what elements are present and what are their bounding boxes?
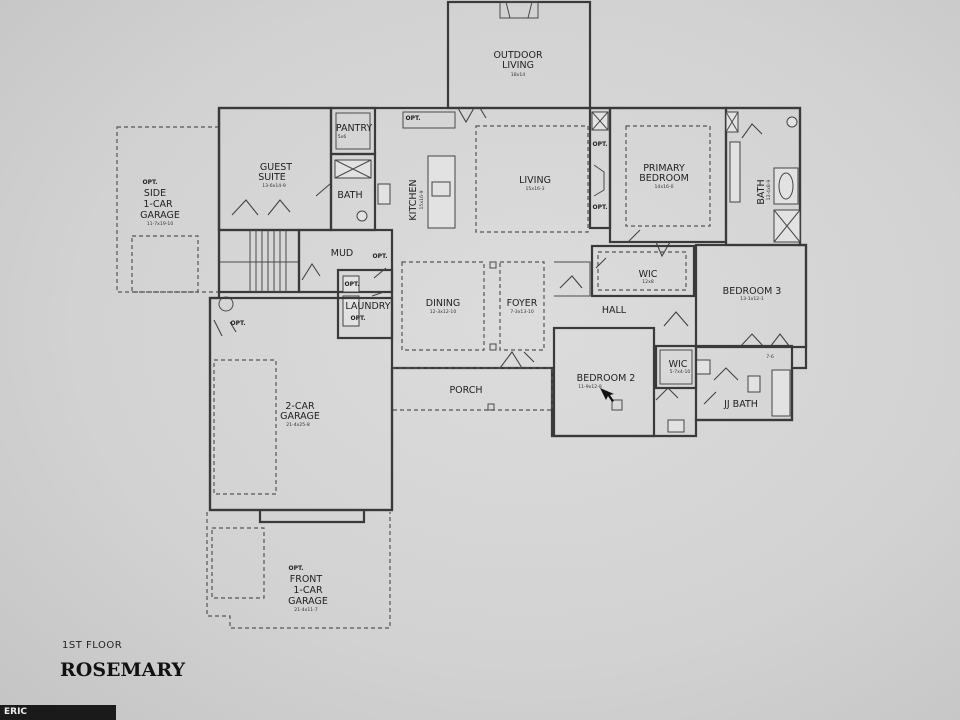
laundry-opt-tag-3: OPT. <box>351 315 366 322</box>
bedroom-3-dim: 13-1x12-1 <box>740 296 764 302</box>
foyer-label: FOYER <box>507 298 538 309</box>
two-car-garage-label-2: GARAGE <box>280 411 320 422</box>
guest-suite-label-1: GUEST <box>260 162 292 173</box>
kitchen-dim: 15x16-9 <box>419 190 425 209</box>
side-garage-dim: 11-7x19-10 <box>147 221 174 227</box>
living-label: LIVING <box>519 175 551 186</box>
porch-label: PORCH <box>449 385 482 396</box>
outdoor-living-label-2: LIVING <box>502 60 534 71</box>
garage-opt-tag: OPT. <box>231 320 246 327</box>
laundry-opt-tag: OPT. <box>373 253 388 260</box>
jj-bath: JJ BATH <box>667 344 794 433</box>
laundry-opt-tag-2: OPT. <box>345 281 360 288</box>
laundry-room: LAUNDRY OPT. OPT. OPT. <box>336 253 394 340</box>
primary-bath-label: BATH <box>756 179 767 204</box>
primary-wic: WIC 12x8 <box>590 244 696 298</box>
primary-wic-label: WIC <box>639 269 658 280</box>
primary-bedroom-label-1: PRIMARY <box>643 163 685 174</box>
bedroom-3: BEDROOM 3 13-1x12-1 7-6 <box>694 243 808 360</box>
living-dim: 15x16-3 <box>526 186 545 192</box>
mud-label: MUD <box>331 248 353 259</box>
laundry-label: LAUNDRY <box>345 301 390 312</box>
outdoor-living-label: OUTDOOR <box>493 50 543 61</box>
fireplace-opt-tag: OPT. <box>593 141 608 148</box>
jj-bath-label: JJ BATH <box>723 399 758 410</box>
house-outline <box>208 106 808 512</box>
side-garage-label-1: SIDE <box>144 188 166 199</box>
side-garage-opt: OPT. <box>143 179 158 186</box>
jj-wic: WIC 5-7x4-10 <box>654 344 711 390</box>
foyer: FOYER 7-3x13-10 <box>499 261 545 369</box>
bedroom-2-label: BEDROOM 2 <box>577 373 636 384</box>
bedroom-2-dim: 11-9x12-8 <box>578 384 602 390</box>
primary-bedroom-dim: 14x16-0 <box>655 184 674 190</box>
plan-title: ROSEMARY <box>60 659 186 681</box>
fireplace-opt-tag-2: OPT. <box>593 204 608 211</box>
hall: HALL <box>554 261 689 327</box>
watermark-logo: ERIC <box>0 705 116 720</box>
dining-room: DINING 12-3x12-10 <box>401 261 497 351</box>
kitchen-opt-tag: OPT. <box>406 115 421 122</box>
living-room: LIVING 15x16-3 <box>457 107 589 233</box>
primary-bath-dim: 12-4x8-9 <box>766 180 772 201</box>
front-garage-label-1: FRONT <box>290 574 323 585</box>
pantry-dim: 5x6 <box>338 134 347 140</box>
front-garage-label-3: GARAGE <box>288 596 328 607</box>
pantry-label: PANTRY <box>336 123 373 134</box>
jj-wic-dim: 5-7x4-10 <box>670 369 691 375</box>
floor-label: 1ST FLOOR <box>62 640 123 651</box>
front-garage: OPT. FRONT 1-CAR GARAGE 21-4x11-7 <box>206 512 391 629</box>
foyer-dim: 7-3x13-10 <box>510 309 534 315</box>
bedroom-2: BEDROOM 2 11-9x12-8 <box>552 326 679 438</box>
hall-label: HALL <box>602 305 627 316</box>
two-car-garage: OPT. 2-CAR GARAGE 21-4x25-8 <box>208 296 394 524</box>
fireplace-column: OPT. OPT. <box>588 106 612 230</box>
porch: PORCH <box>392 367 553 411</box>
outdoor-living-area: OUTDOOR LIVING 18x14 <box>446 0 592 110</box>
two-car-garage-dim: 21-4x25-8 <box>286 422 310 428</box>
kitchen: OPT. KITCHEN 15x16-9 <box>402 111 456 229</box>
front-garage-dim: 21-4x11-7 <box>294 607 318 613</box>
pantry-and-bath: PANTRY 5x6 BATH <box>329 106 391 232</box>
bedroom-3-label: BEDROOM 3 <box>723 286 782 297</box>
primary-wic-dim: 12x8 <box>642 279 654 285</box>
bedroom-3-wic-dim: 7-6 <box>766 354 774 360</box>
primary-bedroom: PRIMARY BEDROOM 14x16-0 <box>608 106 728 258</box>
kitchen-label: KITCHEN <box>408 179 419 220</box>
front-garage-label-2: 1-CAR <box>293 585 323 596</box>
front-garage-opt: OPT. <box>289 565 304 572</box>
dining-dim: 12-3x12-10 <box>430 309 457 315</box>
side-garage-label-3: GARAGE <box>140 210 180 221</box>
outdoor-living-dim: 18x14 <box>511 72 525 78</box>
two-car-garage-label-1: 2-CAR <box>285 401 315 412</box>
mouse-cursor-icon <box>600 388 614 402</box>
guest-bath-label: BATH <box>337 190 362 201</box>
side-garage: OPT. SIDE 1-CAR GARAGE 11-7x19-10 <box>116 126 220 293</box>
guest-suite: GUEST SUITE 13-6x14-9 <box>217 106 333 232</box>
primary-bath: BATH 12-4x8-9 <box>724 106 802 247</box>
guest-suite-dim: 13-6x14-9 <box>262 183 286 189</box>
dining-label: DINING <box>426 298 461 309</box>
side-garage-label-2: 1-CAR <box>143 199 173 210</box>
primary-bedroom-label-2: BEDROOM <box>639 173 689 184</box>
guest-suite-label-2: SUITE <box>258 172 286 183</box>
jj-wic-label: WIC <box>669 359 688 370</box>
